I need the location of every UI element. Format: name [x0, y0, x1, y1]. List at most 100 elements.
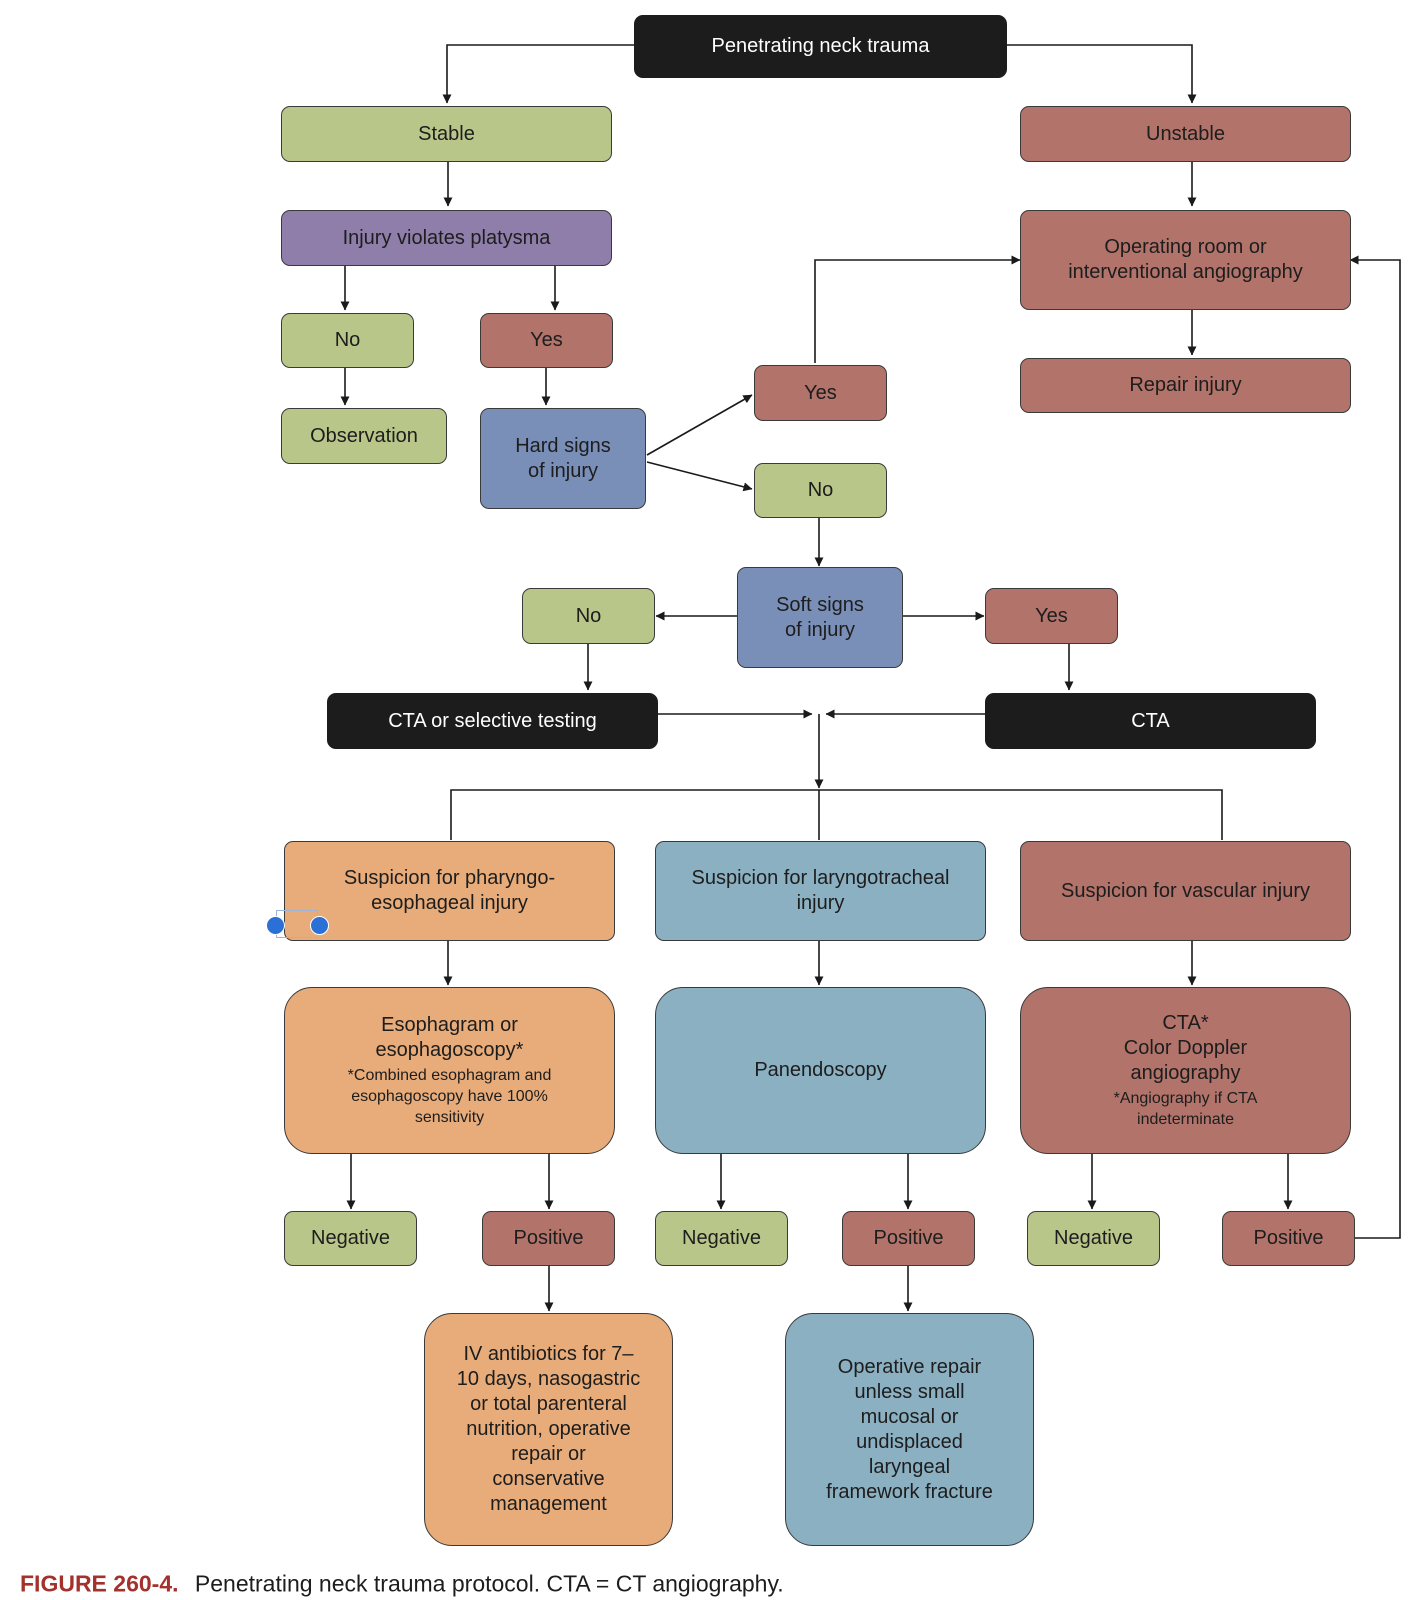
- node-label-line-1: Operating room or: [1104, 236, 1267, 258]
- arrow-yes-to-or: [814, 255, 1021, 363]
- node-injury-violates-platysma: Injury violates platysma: [281, 210, 612, 266]
- node-label: Suspicion for vascular injury: [1061, 879, 1310, 902]
- node-lt-management: Operative repair unless small mucosal or…: [785, 1313, 1034, 1546]
- arrow-vasc-positive-to-or: [1349, 255, 1401, 1239]
- note-line-2: esophagoscopy have 100%: [351, 1088, 548, 1105]
- node-label: Yes: [804, 381, 837, 404]
- selection-handle-left[interactable]: [266, 916, 285, 935]
- node-operating-room: Operating room or interventional angiogr…: [1020, 210, 1351, 310]
- node-label: Positive: [513, 1227, 584, 1249]
- figure-caption-text: Penetrating neck trauma protocol. CTA = …: [194, 1570, 784, 1597]
- node-label-line-2: unless small: [854, 1380, 965, 1403]
- node-label-line-6: conservative: [492, 1468, 605, 1490]
- note-line-1: *Combined esophagram and: [347, 1067, 552, 1084]
- node-label-line-1: Soft signs: [776, 593, 864, 616]
- node-vascular-negative: Negative: [1027, 1211, 1160, 1266]
- node-soft-signs: Soft signs of injury: [737, 567, 903, 668]
- node-label: No: [575, 604, 602, 627]
- arrow-hard-signs-to-no: [646, 461, 753, 492]
- node-label: Observation: [310, 424, 418, 447]
- node-pe-positive: Positive: [482, 1211, 615, 1266]
- node-label-line-6: framework fracture: [826, 1480, 993, 1503]
- node-label-line-1: CTA*: [1162, 1012, 1209, 1034]
- node-suspicion-laryngotracheal: Suspicion for laryngotracheal injury: [655, 841, 986, 941]
- node-label-line-1: Suspicion for laryngotracheal: [691, 867, 950, 889]
- node-label: Stable: [418, 122, 475, 145]
- node-label-line-2: esophagoscopy*: [375, 1039, 524, 1061]
- node-lt-positive: Positive: [842, 1211, 975, 1266]
- node-label-line-2: of injury: [784, 618, 856, 641]
- node-label: Penetrating neck trauma: [711, 35, 930, 57]
- node-soft-signs-yes: Yes: [985, 588, 1118, 644]
- node-label: Negative: [682, 1227, 761, 1249]
- node-label-line-2: 10 days, nasogastric: [456, 1368, 641, 1390]
- node-label-line-2: esophageal injury: [371, 892, 528, 914]
- arrow-hard-signs-to-yes: [646, 394, 753, 456]
- node-suspicion-vascular: Suspicion for vascular injury: [1020, 841, 1351, 941]
- node-pe-negative: Negative: [284, 1211, 417, 1266]
- node-label: CTA or selective testing: [388, 709, 597, 732]
- node-label: CTA: [1131, 709, 1170, 732]
- note-line-2: indeterminate: [1137, 1111, 1234, 1128]
- node-label-line-7: management: [490, 1493, 607, 1515]
- node-label-line-2: Color Doppler: [1123, 1037, 1248, 1059]
- node-cta-or-selective-testing: CTA or selective testing: [327, 693, 658, 749]
- node-suspicion-pharyngoesophageal: Suspicion for pharyngo- esophageal injur…: [284, 841, 615, 941]
- node-label-line-4: undisplaced: [856, 1430, 963, 1453]
- node-label: Negative: [1054, 1227, 1133, 1249]
- node-vascular-tests: CTA* Color Doppler angiography *Angiogra…: [1020, 987, 1351, 1154]
- node-hard-signs-no: No: [754, 463, 887, 518]
- node-label: Unstable: [1146, 122, 1225, 145]
- node-label-line-5: laryngeal: [868, 1455, 951, 1478]
- node-platysma-no: No: [281, 313, 414, 368]
- node-observation: Observation: [281, 408, 447, 464]
- node-label: No: [334, 329, 361, 351]
- node-platysma-yes: Yes: [480, 313, 613, 368]
- node-label: Positive: [873, 1227, 944, 1249]
- node-label: Negative: [311, 1227, 390, 1249]
- node-cta: CTA: [985, 693, 1316, 749]
- node-hard-signs-yes: Yes: [754, 365, 887, 421]
- node-label-line-5: repair or: [511, 1443, 586, 1465]
- node-label-line-2: interventional angiography: [1068, 261, 1303, 283]
- node-label-line-1: Esophagram or: [381, 1014, 518, 1036]
- node-hard-signs: Hard signs of injury: [480, 408, 646, 509]
- node-note: *Angiography if CTA indeterminate: [1114, 1088, 1258, 1130]
- node-label: No: [807, 479, 834, 501]
- figure-caption: FIGURE 260-4. Penetrating neck trauma pr…: [20, 1571, 784, 1598]
- arrow-trauma-to-stable: [442, 44, 634, 104]
- node-label: Yes: [1035, 604, 1068, 627]
- selection-handle-right[interactable]: [310, 916, 329, 935]
- node-label-line-3: mucosal or: [860, 1405, 959, 1428]
- node-label-line-2: of injury: [527, 459, 599, 482]
- node-label-line-4: nutrition, operative: [466, 1418, 631, 1440]
- node-label: Injury violates platysma: [342, 226, 551, 249]
- node-esophagram: Esophagram or esophagoscopy* *Combined e…: [284, 987, 615, 1154]
- node-note: *Combined esophagram and esophagoscopy h…: [348, 1065, 552, 1128]
- node-label-line-3: angiography: [1130, 1062, 1241, 1084]
- arrow-trauma-to-unstable: [1007, 44, 1197, 104]
- node-vascular-positive: Positive: [1222, 1211, 1355, 1266]
- figure-label: FIGURE 260-4.: [20, 1570, 179, 1597]
- note-line-3: sensitivity: [414, 1109, 485, 1126]
- node-label: Positive: [1253, 1227, 1324, 1249]
- node-penetrating-neck-trauma: Penetrating neck trauma: [634, 15, 1007, 78]
- branch-line: [450, 789, 1223, 840]
- node-label-line-1: Hard signs: [515, 434, 611, 457]
- node-repair-injury: Repair injury: [1020, 358, 1351, 413]
- node-label-line-3: or total parenteral: [470, 1393, 627, 1415]
- node-label-line-1: Suspicion for pharyngo-: [343, 867, 556, 889]
- node-label-line-1: Operative repair: [837, 1355, 982, 1378]
- node-pe-management: IV antibiotics for 7– 10 days, nasogastr…: [424, 1313, 673, 1546]
- node-stable: Stable: [281, 106, 612, 162]
- node-unstable: Unstable: [1020, 106, 1351, 162]
- node-label-line-2: injury: [796, 892, 845, 914]
- node-label-line-1: IV antibiotics for 7–: [463, 1343, 634, 1365]
- node-panendoscopy: Panendoscopy: [655, 987, 986, 1154]
- node-label: Panendoscopy: [754, 1059, 887, 1081]
- node-soft-signs-no: No: [522, 588, 655, 644]
- node-label: Repair injury: [1129, 374, 1242, 396]
- node-label: Yes: [530, 329, 563, 351]
- node-lt-negative: Negative: [655, 1211, 788, 1266]
